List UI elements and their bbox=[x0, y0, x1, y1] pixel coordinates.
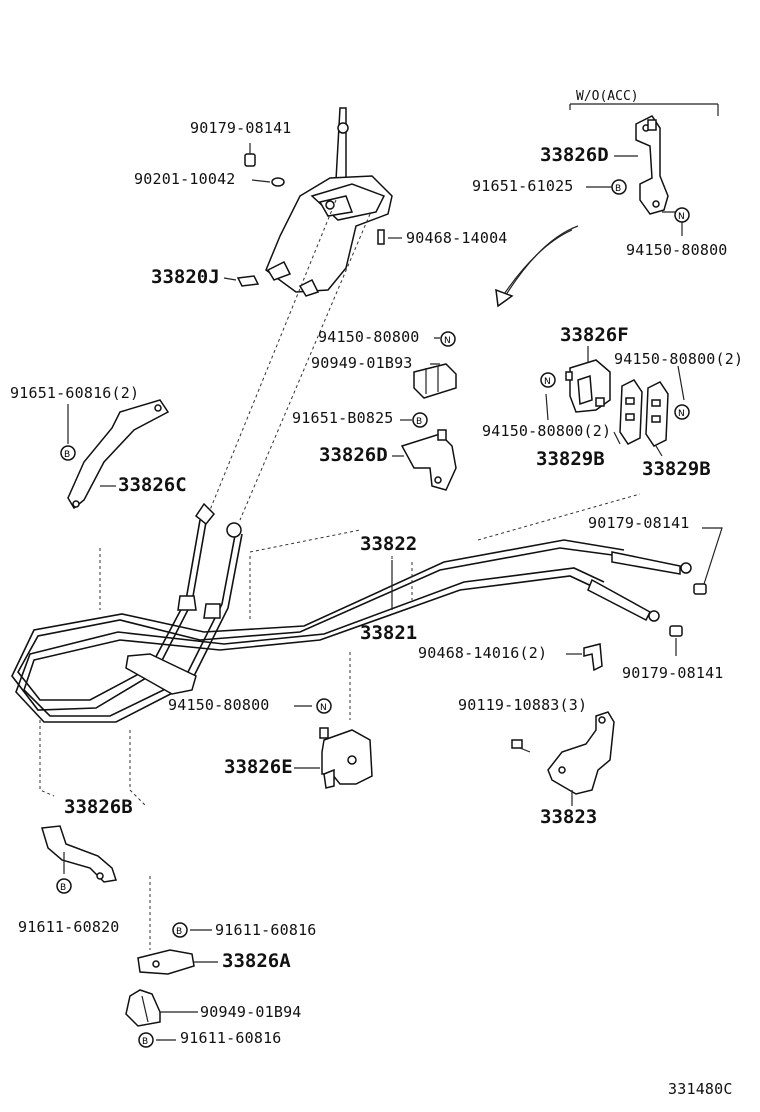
part-label: 33826F bbox=[560, 324, 629, 346]
n-symbol-icon: N bbox=[444, 336, 451, 346]
nut-icon bbox=[669, 625, 683, 637]
nut-icon bbox=[244, 153, 256, 167]
part-label: 90468-14004 bbox=[406, 229, 508, 247]
part-label: 33826C bbox=[118, 474, 187, 496]
part-label: 90468-14016(2) bbox=[418, 644, 548, 662]
part-label: 91611-60820 bbox=[18, 918, 120, 936]
part-label: 33821 bbox=[360, 622, 418, 644]
variant-header: W/O(ACC) bbox=[576, 89, 639, 104]
part-label: 94150-80800(2) bbox=[482, 422, 612, 440]
part-label: 33826E bbox=[224, 756, 293, 778]
part-label: 33829B bbox=[536, 448, 605, 470]
bracket-33826d-mid bbox=[400, 429, 457, 491]
b-symbol-icon: B bbox=[615, 184, 621, 194]
clamp-33829b-b bbox=[645, 381, 669, 447]
clip-90468-14016 bbox=[583, 643, 603, 672]
b-symbol-icon: B bbox=[142, 1037, 148, 1047]
illustration-code: 331480C bbox=[668, 1080, 733, 1098]
shift-lever-assembly bbox=[265, 107, 393, 297]
b-symbol-icon: B bbox=[176, 927, 182, 937]
part-label: 33826B bbox=[64, 796, 133, 818]
bracket-33826b bbox=[41, 825, 117, 883]
part-label: 33826A bbox=[222, 950, 291, 972]
part-label: 94150-80800(2) bbox=[614, 350, 744, 368]
part-label: 90179-08141 bbox=[622, 664, 724, 682]
b-symbol-icon: B bbox=[416, 417, 422, 427]
n-symbol-icon: N bbox=[544, 377, 551, 387]
n-symbol-icon: N bbox=[320, 703, 327, 713]
part-label: 94150-80800 bbox=[626, 241, 728, 259]
part-label: 90949-01B93 bbox=[311, 354, 413, 372]
bracket-33826a bbox=[137, 949, 195, 975]
part-label: 90179-08141 bbox=[190, 119, 292, 137]
clip-33820j bbox=[236, 275, 260, 287]
part-label: 91611-60816 bbox=[180, 1029, 282, 1047]
n-symbol-icon: N bbox=[678, 212, 685, 222]
bracket-33823 bbox=[547, 711, 615, 795]
part-label: 91651-60816(2) bbox=[10, 384, 140, 402]
washer-icon bbox=[271, 177, 285, 187]
n-symbol-icon: N bbox=[678, 409, 685, 419]
part-label: 91611-60816 bbox=[215, 921, 317, 939]
part-label: 90949-01B94 bbox=[200, 1003, 302, 1021]
part-label: 33829B bbox=[642, 458, 711, 480]
bracket-33826d-top bbox=[635, 115, 669, 215]
b-symbol-icon: B bbox=[64, 450, 70, 460]
part-label: 91651-B0825 bbox=[292, 409, 394, 427]
clamp-33829b-a bbox=[619, 379, 643, 445]
b-symbol-icon: B bbox=[60, 883, 66, 893]
part-label: 33822 bbox=[360, 533, 418, 555]
part-label: 33820J bbox=[151, 266, 220, 288]
part-label: 90179-08141 bbox=[588, 514, 690, 532]
retainer-90949-01b93 bbox=[413, 363, 457, 399]
part-label: 94150-80800 bbox=[318, 328, 420, 346]
part-label: 90119-10883(3) bbox=[458, 696, 588, 714]
symbol-group: B N N N N B B N B B B bbox=[56, 179, 690, 1048]
bracket-33826f bbox=[565, 359, 611, 413]
pin-icon bbox=[377, 229, 385, 245]
bracket-33826c bbox=[67, 399, 170, 510]
nut-icon bbox=[693, 583, 707, 595]
bracket-33826e bbox=[319, 727, 373, 789]
part-label: 90201-10042 bbox=[134, 170, 236, 188]
part-label: 33826D bbox=[540, 144, 609, 166]
part-label: 91651-61025 bbox=[472, 177, 574, 195]
part-label: 33823 bbox=[540, 806, 598, 828]
retainer-90949-01b94 bbox=[125, 989, 161, 1027]
control-cables bbox=[11, 502, 692, 723]
bolt-icon bbox=[511, 739, 523, 749]
part-label: 94150-80800 bbox=[168, 696, 270, 714]
part-label: 33826D bbox=[319, 444, 388, 466]
header-bracket bbox=[569, 103, 719, 116]
